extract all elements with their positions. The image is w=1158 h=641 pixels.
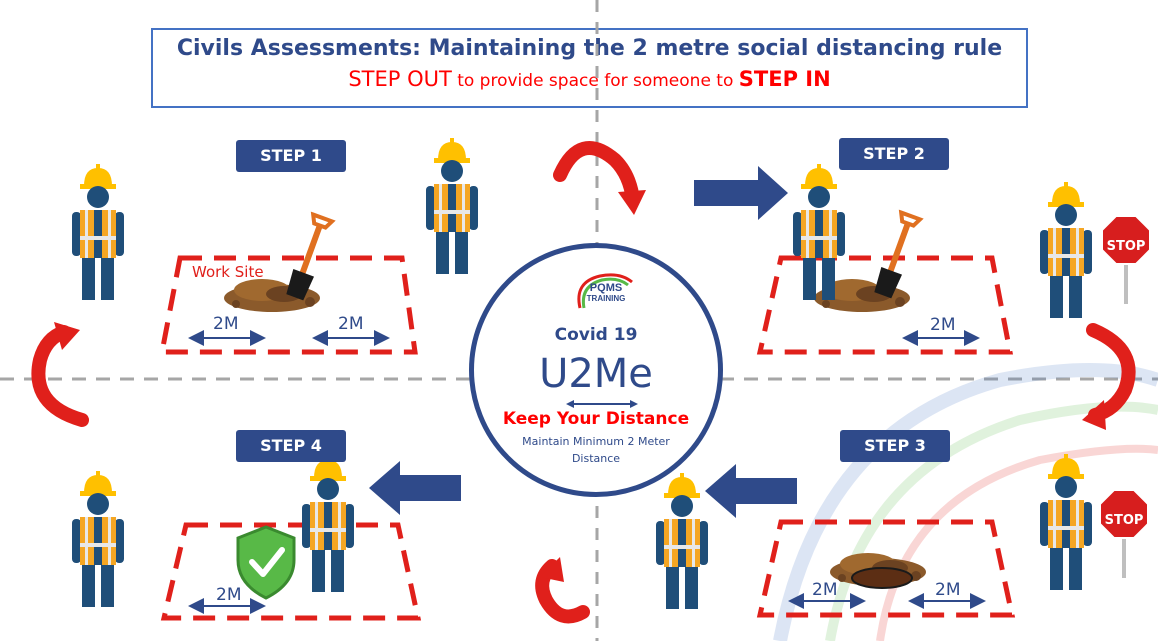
work-site-label: Work Site [192, 263, 264, 281]
backfilled-hole-step3 [851, 567, 913, 589]
covid-label: Covid 19 [554, 325, 638, 345]
subtitle-step-out: STEP OUT [348, 67, 452, 91]
distance-label-step4: 2M [216, 585, 242, 605]
worker-icon-step2-inside [793, 164, 845, 300]
shovel-icon-step2 [870, 210, 922, 302]
worker-icon-step4-left [72, 471, 124, 607]
step-3-badge: STEP 3 [840, 430, 950, 462]
page-subtitle: STEP OUT to provide space for someone to… [153, 67, 1026, 91]
worker-icon-step3-right [1040, 454, 1092, 590]
step-1-badge: STEP 1 [236, 140, 346, 172]
worker-icon-step1-left [72, 164, 124, 300]
red-curved-arrow-left [31, 322, 89, 427]
distance-label-step2: 2M [930, 315, 956, 335]
stop-sign-icon-step2 [1101, 215, 1151, 305]
work-zone-step3 [756, 519, 1016, 618]
subtitle-step-in: STEP IN [738, 67, 831, 91]
right-arrow-step2 [694, 166, 788, 220]
stop-sign-icon-step3 [1099, 489, 1149, 579]
red-curved-arrow-top [553, 141, 646, 215]
subtitle-middle: to provide space for someone to [451, 71, 739, 91]
worker-icon-step2-outside [1040, 182, 1092, 318]
step-4-badge: STEP 4 [236, 430, 346, 462]
left-arrow-step3 [705, 464, 797, 518]
pqms-logo: PQMS TRAINING [570, 268, 642, 314]
distance-label-step1-right: 2M [338, 314, 364, 334]
logo-swoosh-icon [577, 273, 633, 309]
logo-text-training: TRAINING [586, 294, 626, 303]
left-arrow-step4 [369, 461, 461, 515]
red-curved-arrow-bottom [535, 557, 590, 624]
logo-text-pqms: PQMS [589, 282, 623, 294]
title-box: Civils Assessments: Maintaining the 2 me… [151, 28, 1028, 108]
distance-label-step3-left: 2M [812, 580, 838, 600]
stop-sign-text-step3: STOP [1105, 513, 1144, 528]
step-2-badge: STEP 2 [839, 138, 949, 170]
keep-distance-label: Keep Your Distance [502, 409, 690, 429]
check-shield-icon [236, 525, 296, 600]
brand-title: U2Me [539, 351, 653, 397]
distance-label-step3-right: 2M [935, 580, 961, 600]
work-zone-step1 [158, 255, 418, 355]
work-zone-step2 [756, 255, 1014, 355]
worker-icon-step4-right [302, 456, 354, 592]
page-title: Civils Assessments: Maintaining the 2 me… [176, 36, 1003, 61]
worker-icon-step3-left [656, 473, 708, 609]
double-arrow-icon [566, 400, 638, 408]
worker-icon-step1-right [426, 138, 478, 274]
distance-label-step1-left: 2M [213, 314, 239, 334]
maintain-distance-text: Maintain Minimum 2 Meter Distance [522, 435, 670, 465]
red-curved-arrow-right [1082, 323, 1136, 430]
center-badge: PQMS TRAINING Covid 19 U2Me Keep Your Di… [469, 243, 723, 497]
stop-sign-text-step2: STOP [1107, 239, 1146, 254]
